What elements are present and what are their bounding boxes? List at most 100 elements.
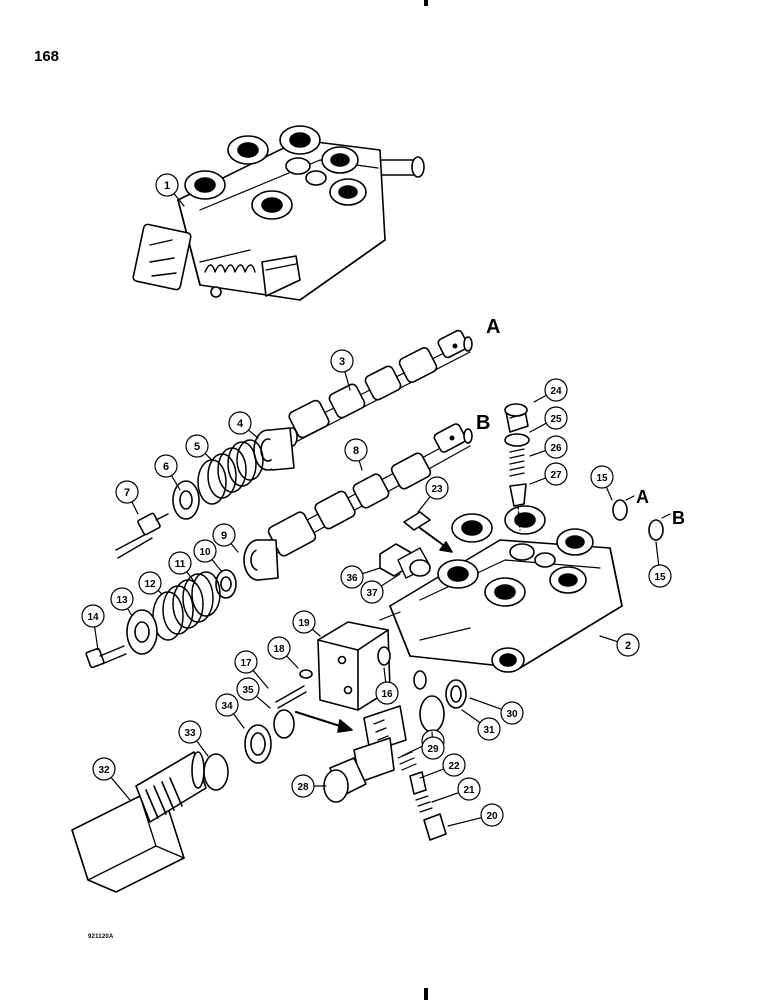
callout-leader	[204, 452, 213, 461]
callout-circle	[442, 753, 466, 777]
callout-c13: 13	[110, 587, 134, 617]
callout-label: 27	[550, 470, 562, 481]
callout-leader	[358, 459, 363, 471]
callout-leader	[529, 477, 547, 485]
arrows	[294, 527, 453, 733]
callout-circle	[185, 434, 209, 458]
callout-c9: 9	[212, 523, 239, 553]
callout-c14: 14	[81, 604, 105, 651]
callout-circle	[234, 650, 258, 674]
callout-circle	[648, 564, 672, 588]
callout-label: 28	[297, 782, 309, 793]
page-number: 168	[34, 48, 60, 65]
callout-label: 16	[381, 689, 393, 700]
callout-label: 9	[221, 530, 227, 542]
callout-label: 4	[237, 418, 244, 430]
callout-leader	[285, 655, 299, 669]
callout-circle	[168, 551, 192, 575]
callout-label: 3	[339, 356, 345, 368]
callout-circle	[544, 435, 568, 459]
callout-circle	[154, 454, 178, 478]
callout-label: 25	[550, 414, 562, 425]
callout-leader	[419, 768, 445, 779]
callout-label: 8	[353, 445, 359, 457]
callout-leader	[252, 669, 269, 689]
callout-c6: 6	[154, 454, 181, 491]
callout-leader	[157, 589, 163, 595]
callout-c30: 30	[469, 697, 524, 725]
callout-circle	[291, 774, 315, 798]
callout-circle	[544, 462, 568, 486]
callout-c27: 27	[529, 462, 568, 486]
callout-circle	[590, 465, 614, 489]
callout-leader	[255, 695, 271, 709]
plugs-23-36-37	[379, 511, 431, 579]
callout-label: 24	[550, 386, 562, 397]
callout-circle	[480, 803, 504, 827]
callout-label: 6	[163, 461, 169, 473]
callout-label: 10	[199, 547, 211, 558]
callout-c5: 5	[185, 434, 213, 461]
callout-c36: 36	[340, 565, 381, 589]
callout-c16: 16	[375, 667, 399, 705]
callout-label: 36	[346, 573, 358, 584]
callout-label: 30	[506, 709, 518, 720]
callout-label: 14	[87, 612, 99, 623]
callouts: 1234567891011121314151516171819202121222…	[81, 173, 672, 827]
check-valve-group	[504, 403, 530, 531]
callout-circle	[425, 476, 449, 500]
callout-label: 7	[124, 487, 130, 499]
callout-label: 1	[164, 180, 170, 192]
spool-a	[286, 329, 473, 447]
flow-letter-b-port: B	[672, 508, 685, 528]
callout-leader	[247, 429, 259, 439]
callout-leader	[94, 626, 99, 651]
callout-circle	[344, 438, 368, 462]
callout-leader	[655, 541, 660, 566]
callout-c20: 20	[447, 803, 504, 827]
callout-c17: 17	[234, 650, 269, 689]
callout-leader	[311, 628, 321, 637]
callout-circle	[544, 378, 568, 402]
callout-leader	[533, 394, 547, 403]
callout-circle	[193, 539, 217, 563]
callout-label: 35	[242, 685, 254, 696]
callout-circle	[292, 610, 316, 634]
callout-label: 18	[273, 644, 285, 655]
callout-circle	[267, 636, 291, 660]
callout-leader	[126, 607, 133, 617]
callout-leader	[447, 817, 482, 827]
callout-leader	[170, 474, 181, 491]
flow-letter-b-spool: B	[476, 412, 490, 434]
callout-c34: 34	[215, 693, 245, 729]
callout-circle	[375, 681, 399, 705]
callout-c4: 4	[228, 411, 259, 439]
callout-leader	[599, 635, 619, 643]
callout-circle	[92, 757, 116, 781]
callout-label: 15	[596, 473, 608, 484]
callout-circle	[155, 173, 179, 197]
callout-label: 37	[366, 588, 378, 599]
figure-code: 921120A	[88, 934, 114, 940]
callout-c22: 22	[419, 753, 466, 779]
callout-circle	[110, 587, 134, 611]
spring-group-lower	[85, 539, 279, 669]
callout-c7: 7	[115, 480, 139, 515]
callout-leader	[529, 449, 547, 457]
callout-leader	[605, 486, 613, 501]
callout-leader	[383, 667, 387, 683]
callout-circle	[330, 349, 354, 373]
callout-c26: 26	[529, 435, 568, 459]
callout-c32: 32	[92, 757, 131, 801]
callout-circle	[457, 777, 481, 801]
callout-circle	[81, 604, 105, 628]
callout-c23: 23	[417, 476, 449, 513]
callout-leader	[110, 776, 131, 801]
callout-circle	[544, 406, 568, 430]
exploded-valve-body	[379, 505, 623, 673]
callout-leader	[131, 501, 139, 515]
callout-c29: 29	[421, 731, 445, 760]
callout-leader	[431, 792, 460, 803]
callout-label: 23	[431, 484, 443, 495]
callout-label: 20	[486, 811, 498, 822]
